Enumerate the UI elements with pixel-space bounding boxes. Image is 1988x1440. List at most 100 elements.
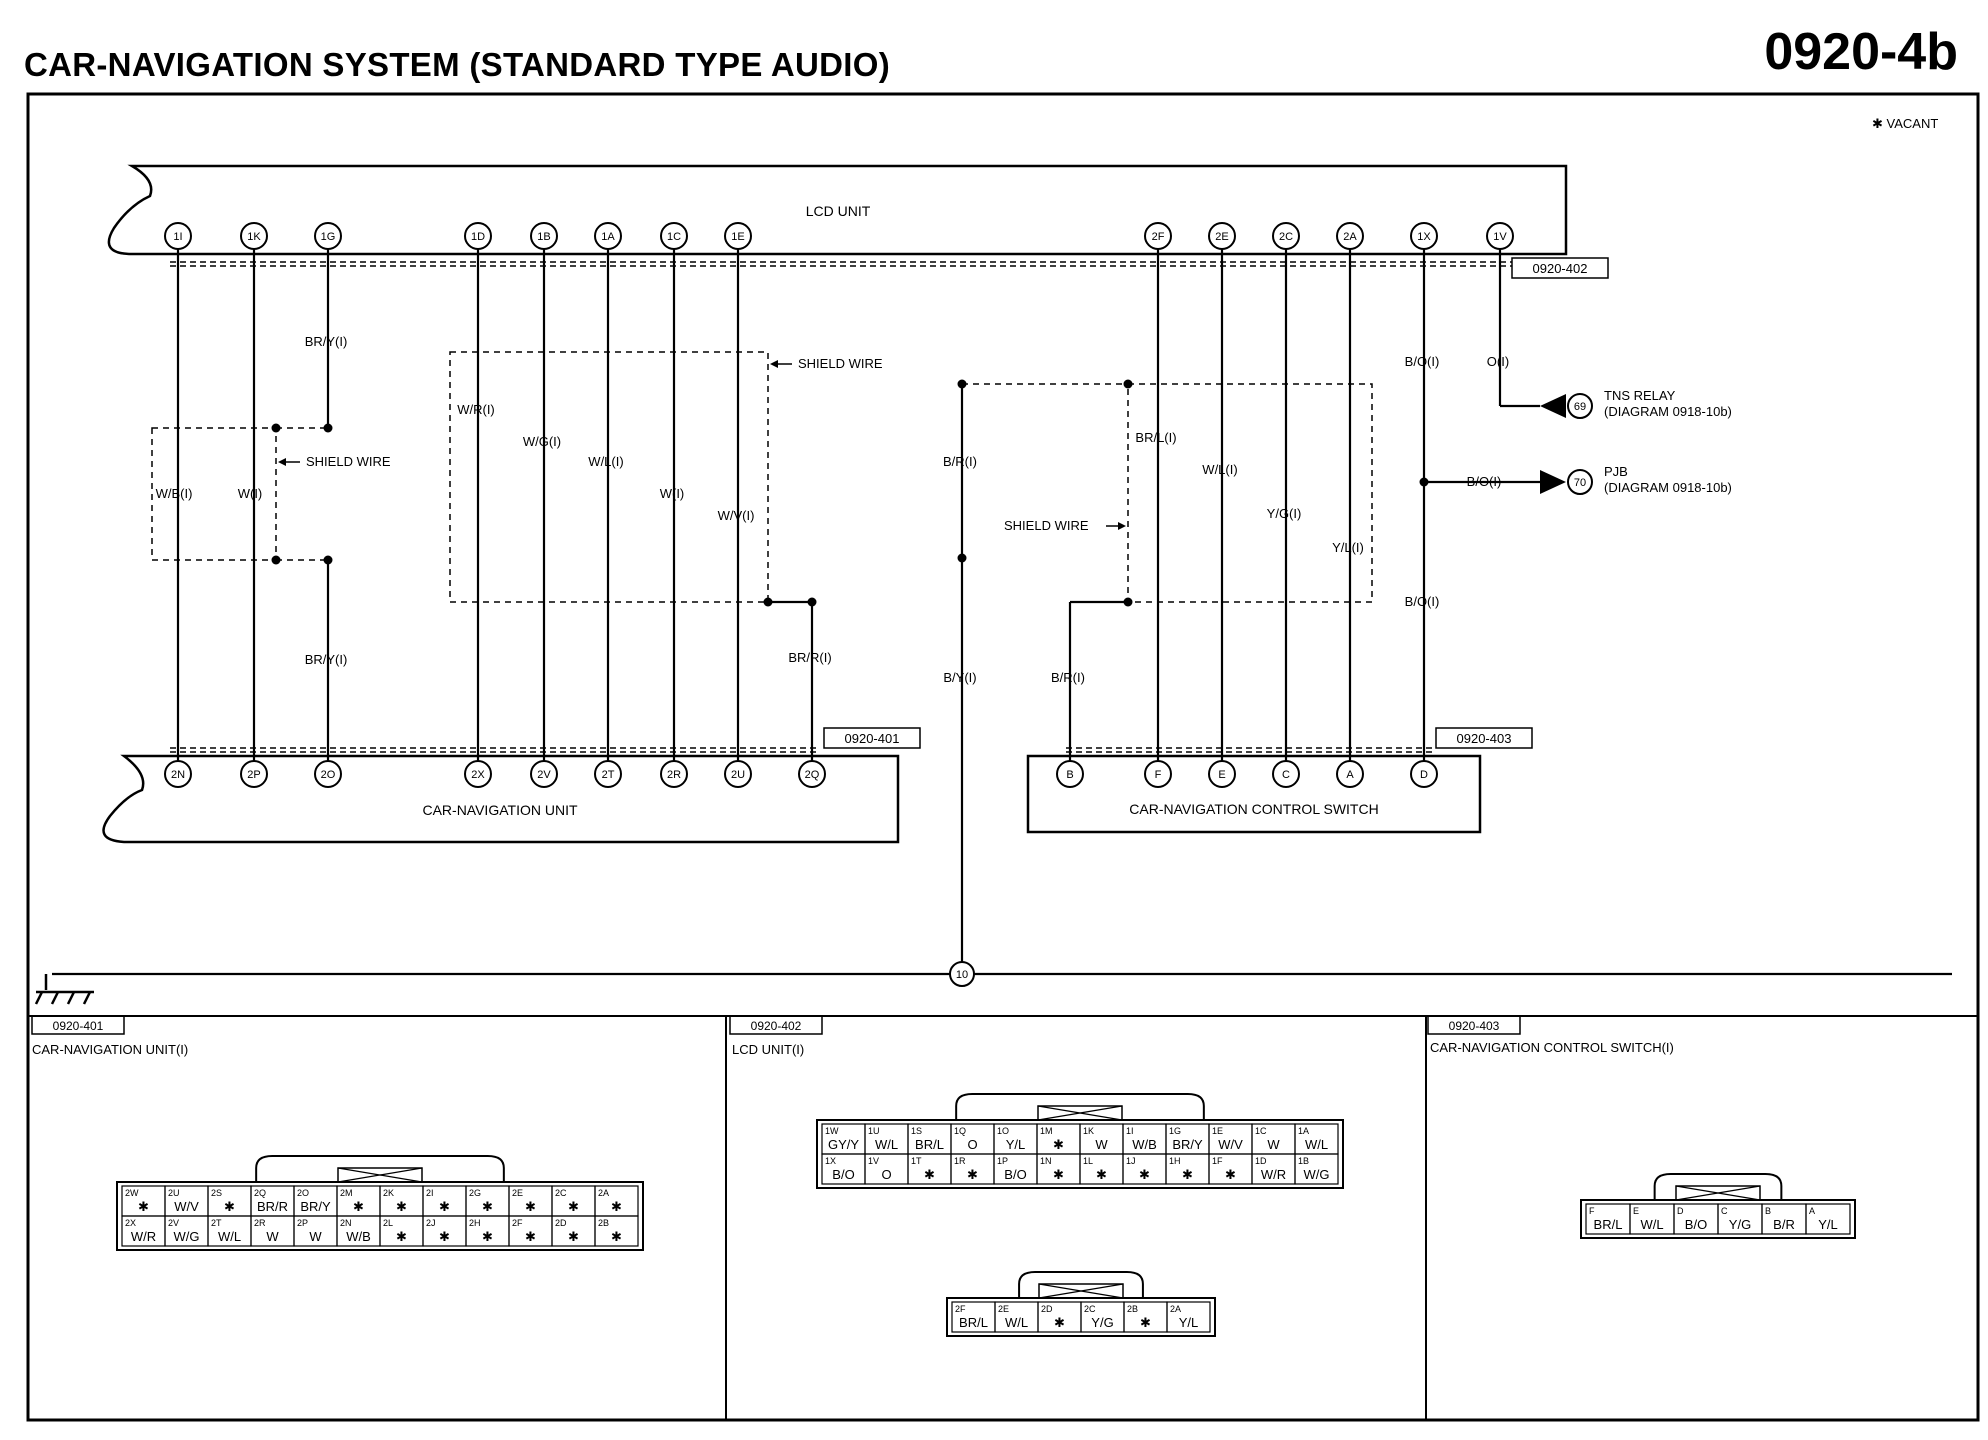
svg-text:B/R(I): B/R(I) [1051, 670, 1085, 685]
svg-text:W: W [1267, 1137, 1280, 1152]
page-title: CAR-NAVIGATION SYSTEM (STANDARD TYPE AUD… [24, 46, 891, 83]
svg-text:1V: 1V [1493, 231, 1507, 243]
svg-text:D: D [1420, 769, 1428, 781]
svg-text:2F: 2F [955, 1304, 966, 1314]
connector-view-403: 0920-403 CAR-NAVIGATION CONTROL SWITCH(I… [1427, 1015, 1856, 1239]
svg-text:BR/L: BR/L [959, 1315, 988, 1330]
svg-text:2F: 2F [512, 1218, 523, 1228]
svg-text:A: A [1809, 1206, 1815, 1216]
connector-tag-402 [1511, 257, 1609, 279]
pin-2A: 2A [1336, 222, 1364, 250]
pin-2C: 2C [1272, 222, 1300, 250]
pin-1D: 1D [464, 222, 492, 250]
terminal-C: CY/G [1717, 1203, 1763, 1235]
svg-text:Y/G: Y/G [1091, 1315, 1113, 1330]
terminal-2N: 2NW/B [336, 1215, 381, 1247]
svg-text:E: E [1218, 769, 1225, 781]
svg-text:2U: 2U [731, 769, 745, 781]
svg-text:O(I): O(I) [1487, 354, 1509, 369]
terminal-1D: 1DW/R [1251, 1153, 1296, 1185]
pin-2T: 2T [594, 760, 622, 788]
svg-text:W/R: W/R [131, 1229, 156, 1244]
svg-text:1F: 1F [1212, 1156, 1223, 1166]
svg-text:BR/Y(I): BR/Y(I) [305, 334, 348, 349]
terminal-2J: 2J✱ [422, 1215, 467, 1247]
svg-text:2X: 2X [471, 769, 485, 781]
terminal-1O: 1OY/L [993, 1123, 1038, 1155]
svg-text:1N: 1N [1040, 1156, 1052, 1166]
svg-text:2J: 2J [426, 1218, 436, 1228]
switch-label: CAR-NAVIGATION CONTROL SWITCH [1129, 801, 1378, 817]
pin-1G: 1G [314, 222, 342, 250]
pin-1B: 1B [530, 222, 558, 250]
pin-F: F [1144, 760, 1172, 788]
svg-text:✱: ✱ [611, 1199, 622, 1214]
svg-text:✱: ✱ [1096, 1167, 1107, 1182]
svg-text:69: 69 [1574, 401, 1586, 413]
wires [52, 248, 1952, 976]
svg-text:W/R(I): W/R(I) [457, 402, 495, 417]
svg-text:1P: 1P [997, 1156, 1008, 1166]
terminal-D: DB/O [1673, 1203, 1719, 1235]
svg-text:2R: 2R [667, 769, 681, 781]
pin-2R: 2R [660, 760, 688, 788]
svg-text:✱: ✱ [224, 1199, 235, 1214]
vacant-legend: ✱ VACANT [1872, 116, 1938, 131]
svg-text:1T: 1T [911, 1156, 922, 1166]
svg-text:1B: 1B [1298, 1156, 1309, 1166]
svg-text:2X: 2X [125, 1218, 136, 1228]
svg-text:BR/Y: BR/Y [1172, 1137, 1203, 1152]
svg-text:1H: 1H [1169, 1156, 1181, 1166]
svg-text:2E: 2E [512, 1188, 523, 1198]
svg-text:✱: ✱ [924, 1167, 935, 1182]
svg-text:PJB: PJB [1604, 464, 1628, 479]
svg-text:1X: 1X [825, 1156, 836, 1166]
svg-text:0920-403: 0920-403 [1449, 1019, 1500, 1033]
svg-text:W/G: W/G [174, 1229, 200, 1244]
svg-text:W/L: W/L [1005, 1315, 1028, 1330]
svg-text:1W: 1W [825, 1126, 839, 1136]
svg-text:1X: 1X [1417, 231, 1431, 243]
pin-2P: 2P [240, 760, 268, 788]
terminal-2U: 2UW/V [164, 1185, 209, 1217]
terminal-1L: 1L✱ [1079, 1153, 1124, 1185]
svg-text:W: W [1095, 1137, 1108, 1152]
junction-dots [271, 379, 1429, 607]
terminal-2I: 2I✱ [422, 1185, 467, 1217]
svg-text:10: 10 [956, 969, 968, 981]
svg-text:1B: 1B [537, 231, 550, 243]
svg-text:✱: ✱ [353, 1199, 364, 1214]
lcd-unit-body [107, 164, 1568, 256]
svg-text:B/O: B/O [832, 1167, 854, 1182]
svg-text:W/L: W/L [875, 1137, 898, 1152]
pin-1I: 1I [164, 222, 192, 250]
svg-text:2D: 2D [555, 1218, 567, 1228]
terminal-1X: 1XB/O [821, 1153, 866, 1185]
pin-1A: 1A [594, 222, 622, 250]
svg-text:E: E [1633, 1206, 1639, 1216]
svg-text:✱: ✱ [1053, 1137, 1064, 1152]
terminal-1Q: 1QO [950, 1123, 995, 1155]
ground-point: 10 [949, 961, 975, 987]
svg-text:B/R(I): B/R(I) [943, 454, 977, 469]
svg-text:BR/R(I): BR/R(I) [788, 650, 831, 665]
svg-text:1I: 1I [173, 231, 182, 243]
svg-text:✱: ✱ [525, 1229, 536, 1244]
svg-text:2M: 2M [340, 1188, 353, 1198]
svg-text:Y/G: Y/G [1729, 1217, 1751, 1232]
svg-text:SHIELD WIRE: SHIELD WIRE [1004, 518, 1089, 533]
terminal-2K: 2K✱ [379, 1185, 424, 1217]
terminal-1J: 1J✱ [1122, 1153, 1167, 1185]
terminal-1H: 1H✱ [1165, 1153, 1210, 1185]
svg-text:BR/L: BR/L [1594, 1217, 1623, 1232]
svg-text:B/O(I): B/O(I) [1405, 594, 1440, 609]
svg-text:✱: ✱ [1139, 1167, 1150, 1182]
terminal-2V: 2VW/G [164, 1215, 209, 1247]
svg-text:1A: 1A [601, 231, 615, 243]
svg-text:1J: 1J [1126, 1156, 1136, 1166]
terminal-2H: 2H✱ [465, 1215, 510, 1247]
svg-text:1R: 1R [954, 1156, 966, 1166]
